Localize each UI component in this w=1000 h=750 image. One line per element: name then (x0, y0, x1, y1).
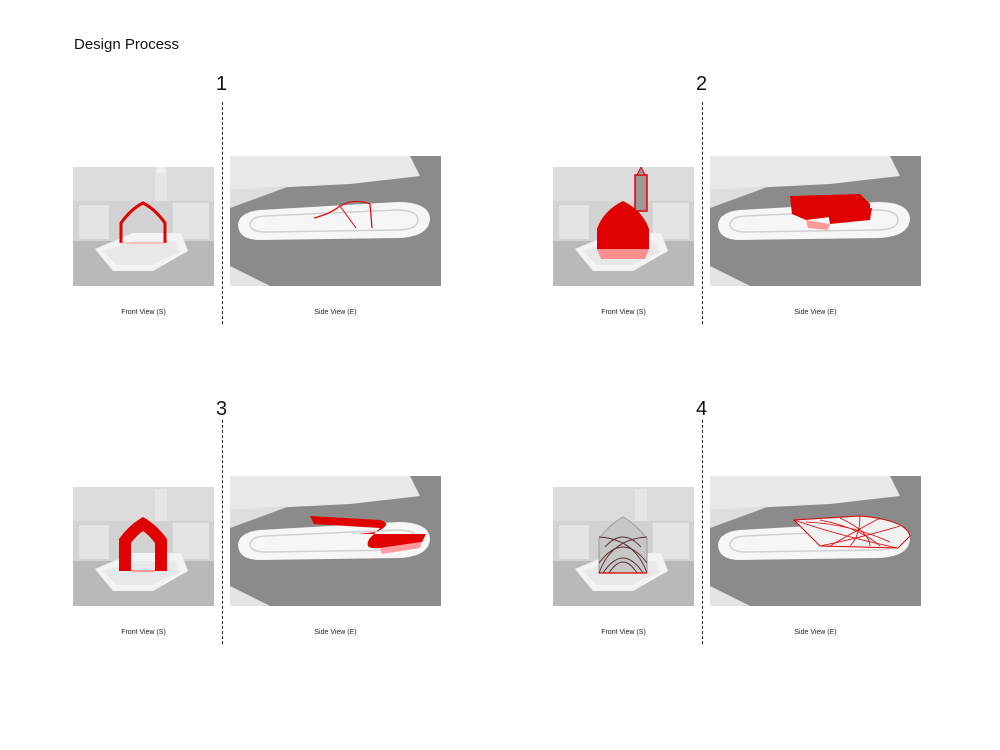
front-view-render (73, 167, 214, 286)
red-dome-volume (597, 201, 649, 249)
front-view-caption: Front View (S) (121, 309, 166, 316)
lattice-shell (598, 516, 648, 574)
red-vault-shell (310, 516, 426, 549)
step-number: 3 (216, 398, 228, 420)
side-view-render (710, 156, 921, 286)
side-view-caption: Side View (E) (314, 629, 357, 636)
lattice-ribs (598, 536, 648, 574)
front-view-render (73, 487, 214, 606)
step-divider (222, 102, 223, 324)
front-view-render (553, 487, 694, 606)
lattice-ribs (793, 515, 901, 549)
step-number: 1 (216, 73, 228, 95)
step-4: 4 (553, 390, 983, 690)
side-view-caption: Side View (E) (794, 309, 837, 316)
red-outlined-minaret (634, 174, 648, 212)
step-3: 3 Front View (S) Side View (E) (73, 390, 503, 690)
side-view-caption: Side View (E) (314, 309, 357, 316)
page-title: Design Process (74, 36, 180, 53)
front-view-caption: Front View (S) (601, 629, 646, 636)
step-divider (702, 102, 703, 324)
front-view-caption: Front View (S) (601, 309, 646, 316)
front-view-render (553, 167, 694, 286)
red-arch-frame (119, 201, 167, 243)
minaret (155, 169, 167, 209)
red-vault-shell (119, 517, 167, 571)
side-view-render (710, 476, 921, 606)
step-2: 2 Front View (S) Sid (553, 70, 983, 370)
step-divider (222, 420, 223, 644)
front-view-caption: Front View (S) (121, 629, 166, 636)
step-1: 1 Front View (S) Side View (73, 70, 503, 370)
step-number: 2 (696, 73, 708, 95)
step-number: 4 (696, 398, 708, 420)
lattice-shell (792, 515, 911, 549)
side-view-caption: Side View (E) (794, 629, 837, 636)
step-divider (702, 420, 703, 644)
side-view-render (230, 156, 441, 286)
side-view-render (230, 476, 441, 606)
